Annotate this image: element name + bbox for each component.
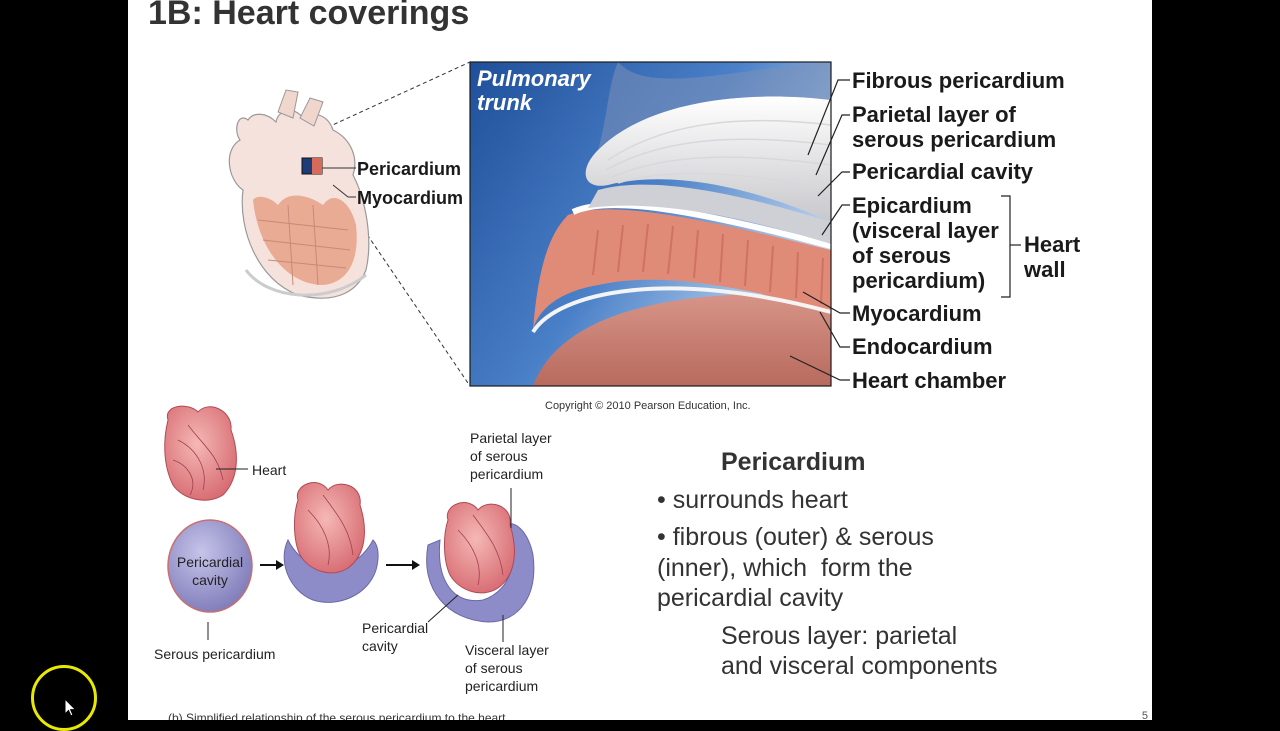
mouse-pointer-icon bbox=[64, 698, 77, 717]
page-number: 5 bbox=[1141, 710, 1148, 720]
notes-sub-line2: and visceral components bbox=[721, 652, 998, 680]
slide: 1B: Heart coverings bbox=[128, 0, 1152, 720]
pericardial-cavity-label: Pericardial cavity bbox=[852, 159, 1034, 184]
heart-wall-label-line1: Heart bbox=[1024, 232, 1081, 257]
myocardium-layer-label: Myocardium bbox=[852, 301, 982, 326]
bottom-parietal-label-line2: of serous bbox=[470, 448, 528, 464]
bottom-visceral-label-line2: of serous bbox=[465, 660, 523, 676]
inset-panel bbox=[469, 61, 832, 387]
epicardium-label-line1: Epicardium bbox=[852, 193, 972, 218]
bottom-cavity-label-line2: cavity bbox=[362, 638, 398, 654]
notes-bullet-2-line3: pericardial cavity bbox=[657, 584, 844, 612]
heart-wall-label-line2: wall bbox=[1024, 257, 1066, 282]
ball-cavity-label-line1: Pericardial bbox=[176, 554, 244, 570]
inset-title-line2: trunk bbox=[477, 90, 532, 115]
small-heart-myocardium-label: Myocardium bbox=[357, 188, 464, 208]
bottom-parietal-label-line1: Parietal layer bbox=[470, 430, 552, 446]
bottom-cavity-label-line1: Pericardial bbox=[362, 620, 429, 636]
epicardium-label-line4: pericardium) bbox=[852, 268, 986, 293]
bottom-diagram bbox=[164, 405, 535, 642]
epicardium-label-line2: (visceral layer bbox=[852, 218, 999, 243]
bottom-parietal-label-line3: pericardium bbox=[470, 466, 544, 482]
notes-bullet-1: • surrounds heart bbox=[657, 486, 848, 514]
slide-title: 1B: Heart coverings bbox=[148, 0, 470, 32]
epicardium-label-line3: of serous bbox=[852, 243, 952, 268]
fibrous-pericardium-label: Fibrous pericardium bbox=[852, 68, 1065, 93]
notes-sub-line1: Serous layer: parietal bbox=[721, 622, 958, 650]
heart-chamber-label: Heart chamber bbox=[852, 368, 1007, 393]
small-heart-pericardium-label: Pericardium bbox=[357, 159, 462, 179]
top-leader-lines bbox=[789, 79, 1021, 381]
notes-bullet-2-line2: (inner), which form the bbox=[657, 554, 913, 582]
inset-title-line1: Pulmonary bbox=[477, 66, 591, 91]
serous-pericardium-label: Serous pericardium bbox=[154, 646, 276, 662]
bottom-visceral-label-line1: Visceral layer bbox=[465, 642, 549, 658]
notes-heading: Pericardium bbox=[721, 448, 866, 476]
parietal-layer-label-line1: Parietal layer of bbox=[852, 102, 1016, 127]
ball-cavity-label-line2: cavity bbox=[192, 572, 228, 588]
notes-bullet-2-line1: • fibrous (outer) & serous bbox=[657, 523, 934, 551]
small-heart-drawing bbox=[228, 89, 370, 299]
figure-caption: (b) Simplified relationship of the serou… bbox=[168, 711, 506, 720]
parietal-layer-label-line2: serous pericardium bbox=[852, 127, 1057, 152]
bottom-heart-label: Heart bbox=[252, 462, 287, 478]
bottom-visceral-label-line3: pericardium bbox=[465, 678, 539, 694]
anatomy-illustration bbox=[164, 61, 1021, 642]
endocardium-label: Endocardium bbox=[852, 334, 993, 359]
copyright-text: Copyright © 2010 Pearson Education, Inc. bbox=[545, 400, 751, 412]
